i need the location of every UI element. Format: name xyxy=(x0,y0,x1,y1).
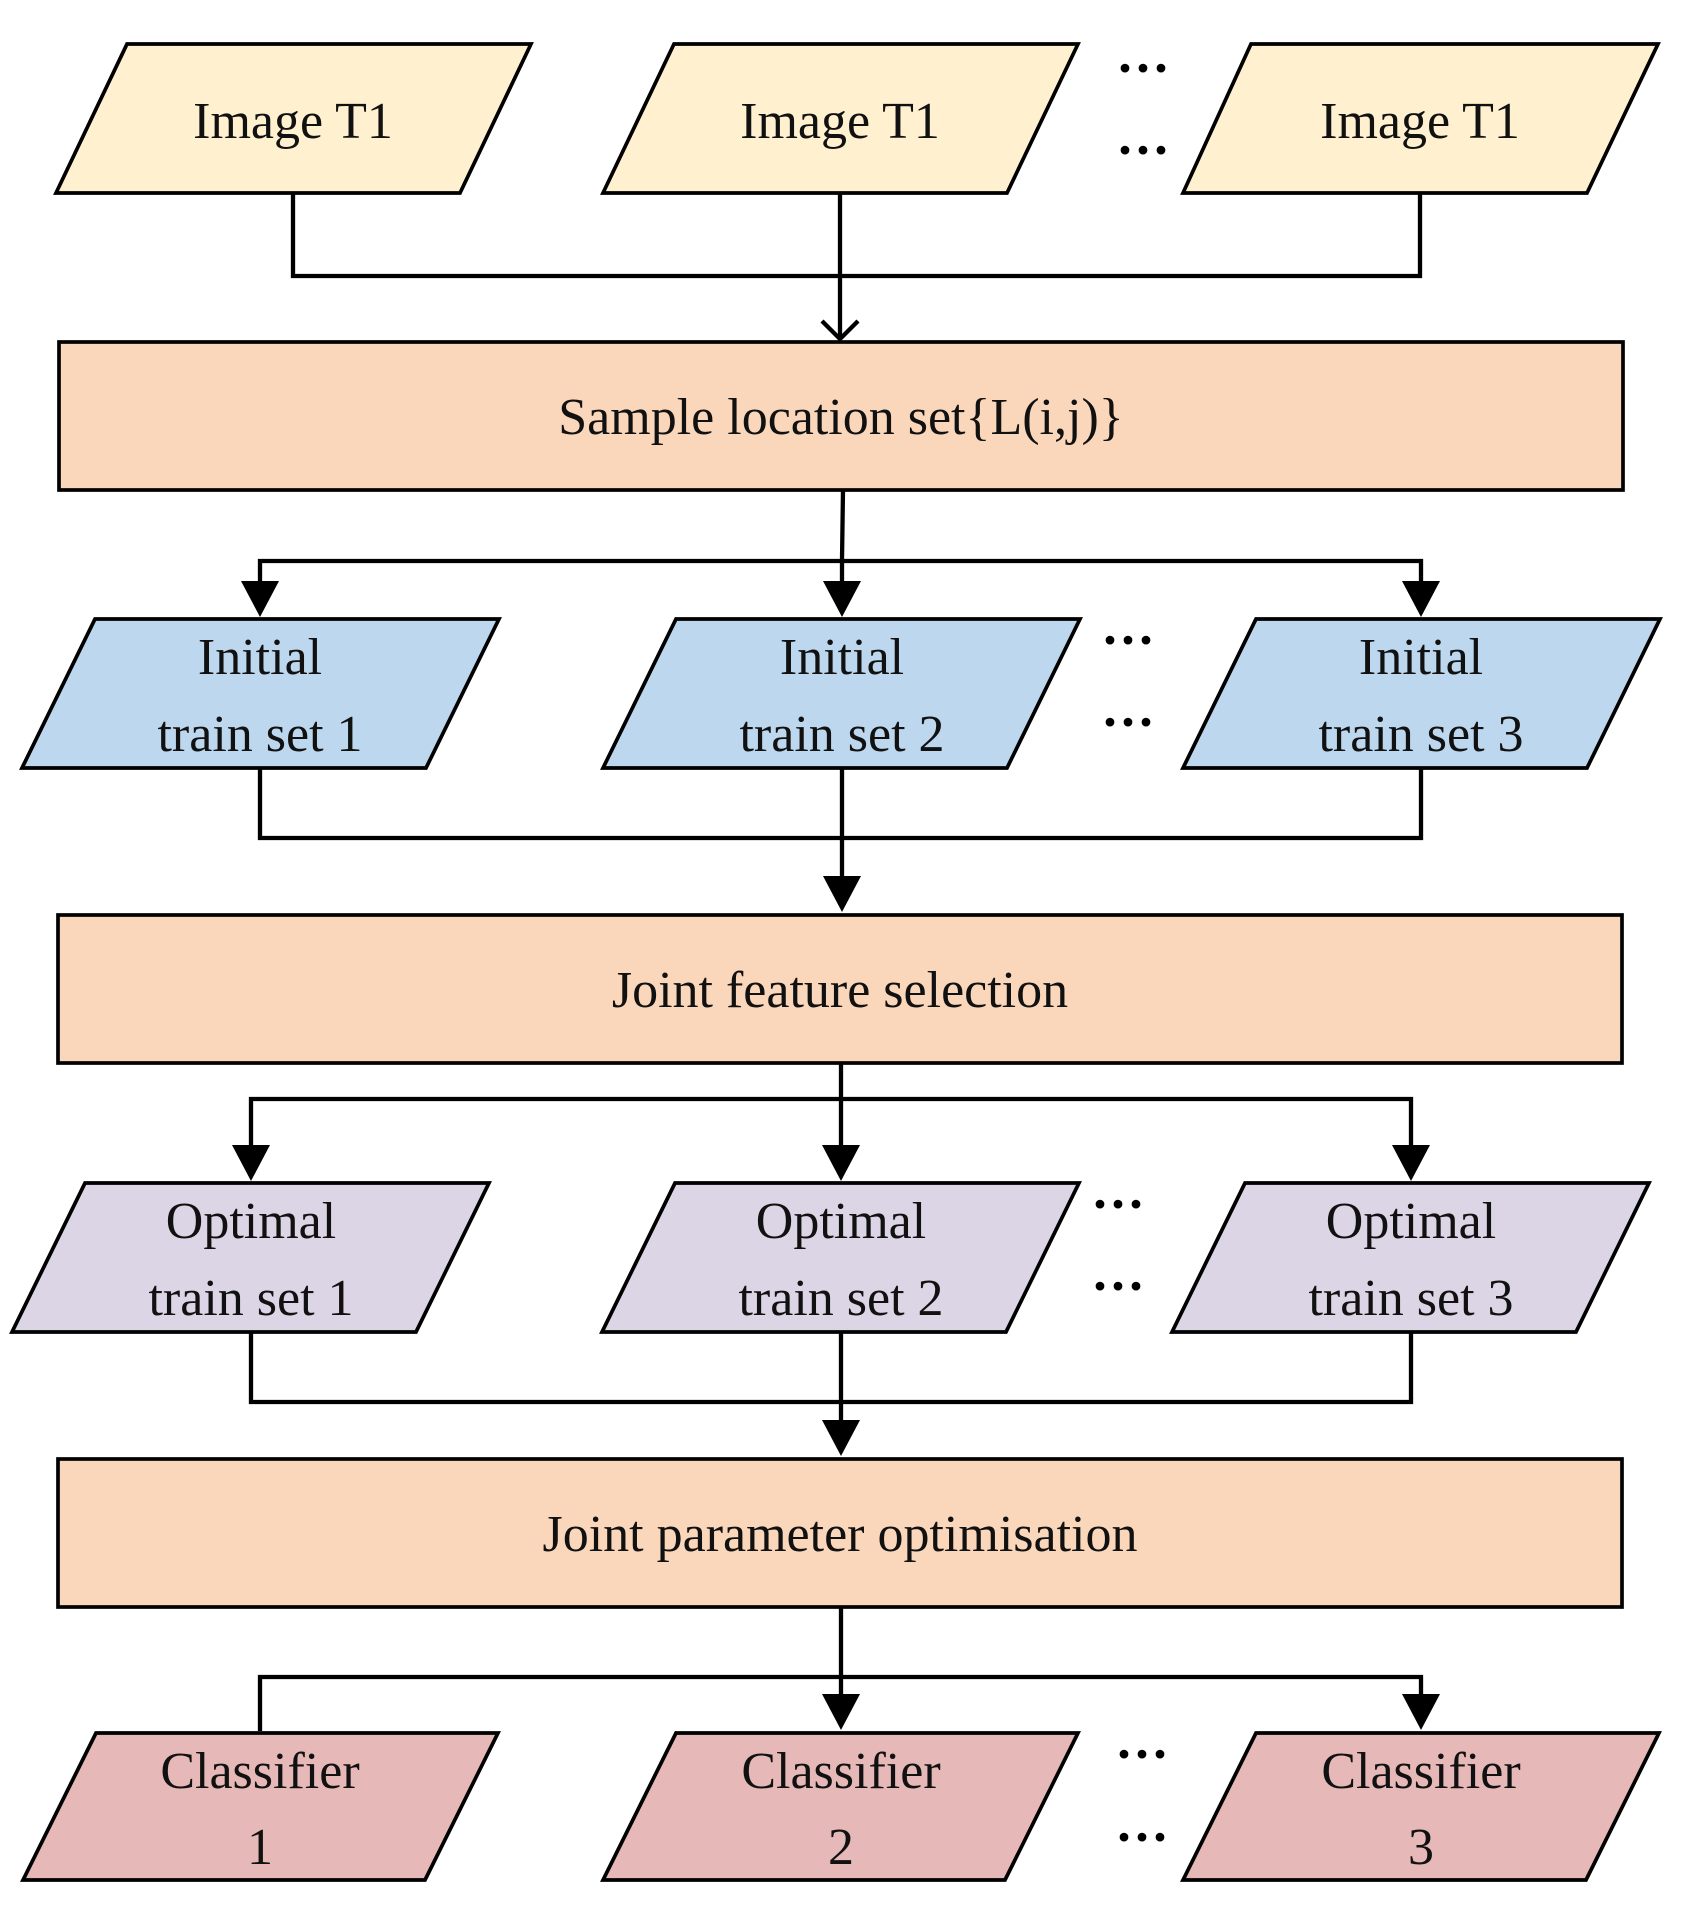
arrowhead-initial-1 xyxy=(241,581,279,617)
classifier-node-2-shape xyxy=(600,1731,1081,1882)
image-node-1-shape xyxy=(53,42,534,195)
image-node-3-shape xyxy=(1180,42,1661,195)
optimal-node-1-line2: train set 1 xyxy=(148,1270,353,1327)
param-optimisation-box: Joint parameter optimisation xyxy=(56,1457,1624,1609)
initial-node-1-line1: Initial xyxy=(198,629,322,686)
arrowhead-classifier-3 xyxy=(1402,1694,1440,1730)
arrowhead-optimal-3 xyxy=(1392,1145,1430,1181)
sample-location-rect xyxy=(57,340,1625,492)
arrowhead-initial-3 xyxy=(1402,581,1440,617)
initial-node-2-shape xyxy=(600,617,1083,770)
ellipsis-optimal-bottom: ··· xyxy=(1091,1256,1145,1316)
classifier-node-2: Classifier 2 xyxy=(600,1731,1081,1882)
merge-optimal-line xyxy=(248,1332,1414,1405)
classifier-node-3-shape xyxy=(1180,1731,1662,1882)
arrowhead-optimal-2 xyxy=(822,1145,860,1181)
arrowhead-feature xyxy=(823,876,861,912)
arrowhead-param xyxy=(822,1420,860,1456)
ellipsis-image-top: ··· xyxy=(1116,38,1170,98)
image-node-3: Image T1 xyxy=(1180,42,1661,195)
image-node-2-shape xyxy=(600,42,1081,195)
arrowhead-optimal-1 xyxy=(232,1145,270,1181)
initial-node-3-line2: train set 3 xyxy=(1318,706,1523,763)
ellipsis-initial-top: ··· xyxy=(1101,610,1155,670)
image-node-2-label: Image T1 xyxy=(740,93,940,150)
optimal-node-3-line1: Optimal xyxy=(1326,1193,1496,1250)
ellipsis-classifier-top: ··· xyxy=(1115,1724,1169,1784)
initial-node-3-line1: Initial xyxy=(1359,629,1483,686)
optimal-node-3-shape xyxy=(1169,1181,1652,1334)
image-node-2: Image T1 xyxy=(600,42,1081,195)
split-classifier-line xyxy=(257,1674,1424,1731)
ellipsis-image-bottom: ··· xyxy=(1116,120,1170,180)
classifier-node-1-line1: Classifier xyxy=(160,1743,359,1800)
sample-location-label: Sample location set{L(i,j)} xyxy=(558,389,1123,446)
optimal-node-3: Optimal train set 3 xyxy=(1169,1181,1652,1334)
feature-selection-box: Joint feature selection xyxy=(56,913,1624,1065)
initial-node-2: Initial train set 2 xyxy=(600,617,1083,770)
classifier-node-3: Classifier 3 xyxy=(1180,1731,1662,1882)
initial-node-2-line2: train set 2 xyxy=(739,706,944,763)
initial-node-2-line1: Initial xyxy=(780,629,904,686)
classifier-node-3-line1: Classifier xyxy=(1321,1743,1520,1800)
initial-node-1-shape xyxy=(19,617,502,770)
arrowhead-classifier-2 xyxy=(822,1694,860,1730)
initial-node-1-line2: train set 1 xyxy=(157,706,362,763)
image-node-3-label: Image T1 xyxy=(1320,93,1520,150)
classifier-node-2-line1: Classifier xyxy=(741,1743,940,1800)
classifier-node-3-line2: 3 xyxy=(1408,1819,1434,1876)
arrowhead-initial-2 xyxy=(823,581,861,617)
feature-selection-label: Joint feature selection xyxy=(612,962,1068,1019)
initial-node-1: Initial train set 1 xyxy=(19,617,502,770)
classifier-node-1: Classifier 1 xyxy=(20,1731,501,1882)
optimal-node-2-line1: Optimal xyxy=(756,1193,926,1250)
ellipsis-optimal-top: ··· xyxy=(1091,1174,1145,1234)
classifier-node-1-line2: 1 xyxy=(247,1819,273,1876)
merge-images-line xyxy=(290,193,1423,279)
optimal-node-2-shape xyxy=(599,1181,1082,1334)
optimal-node-3-line2: train set 3 xyxy=(1308,1270,1513,1327)
optimal-node-1: Optimal train set 1 xyxy=(9,1181,492,1334)
classifier-node-1-shape xyxy=(20,1731,501,1882)
classifier-node-2-line2: 2 xyxy=(828,1819,854,1876)
image-node-1-label: Image T1 xyxy=(193,93,393,150)
param-optimisation-label: Joint parameter optimisation xyxy=(543,1506,1138,1563)
sample-location-box: Sample location set{L(i,j)} xyxy=(57,340,1625,492)
optimal-node-1-shape xyxy=(9,1181,492,1334)
optimal-node-2: Optimal train set 2 xyxy=(599,1181,1082,1334)
optimal-node-2-line2: train set 2 xyxy=(738,1270,943,1327)
initial-node-3: Initial train set 3 xyxy=(1180,617,1663,770)
initial-node-3-shape xyxy=(1180,617,1663,770)
images-to-sample-arrowhead xyxy=(820,319,860,343)
image-node-1: Image T1 xyxy=(53,42,534,195)
ellipsis-classifier-bottom: ··· xyxy=(1115,1807,1169,1867)
split-optimal-line xyxy=(248,1096,1414,1160)
sample-to-split-line xyxy=(839,489,846,561)
optimal-node-1-line1: Optimal xyxy=(166,1193,336,1250)
ellipsis-initial-bottom: ··· xyxy=(1101,692,1155,752)
